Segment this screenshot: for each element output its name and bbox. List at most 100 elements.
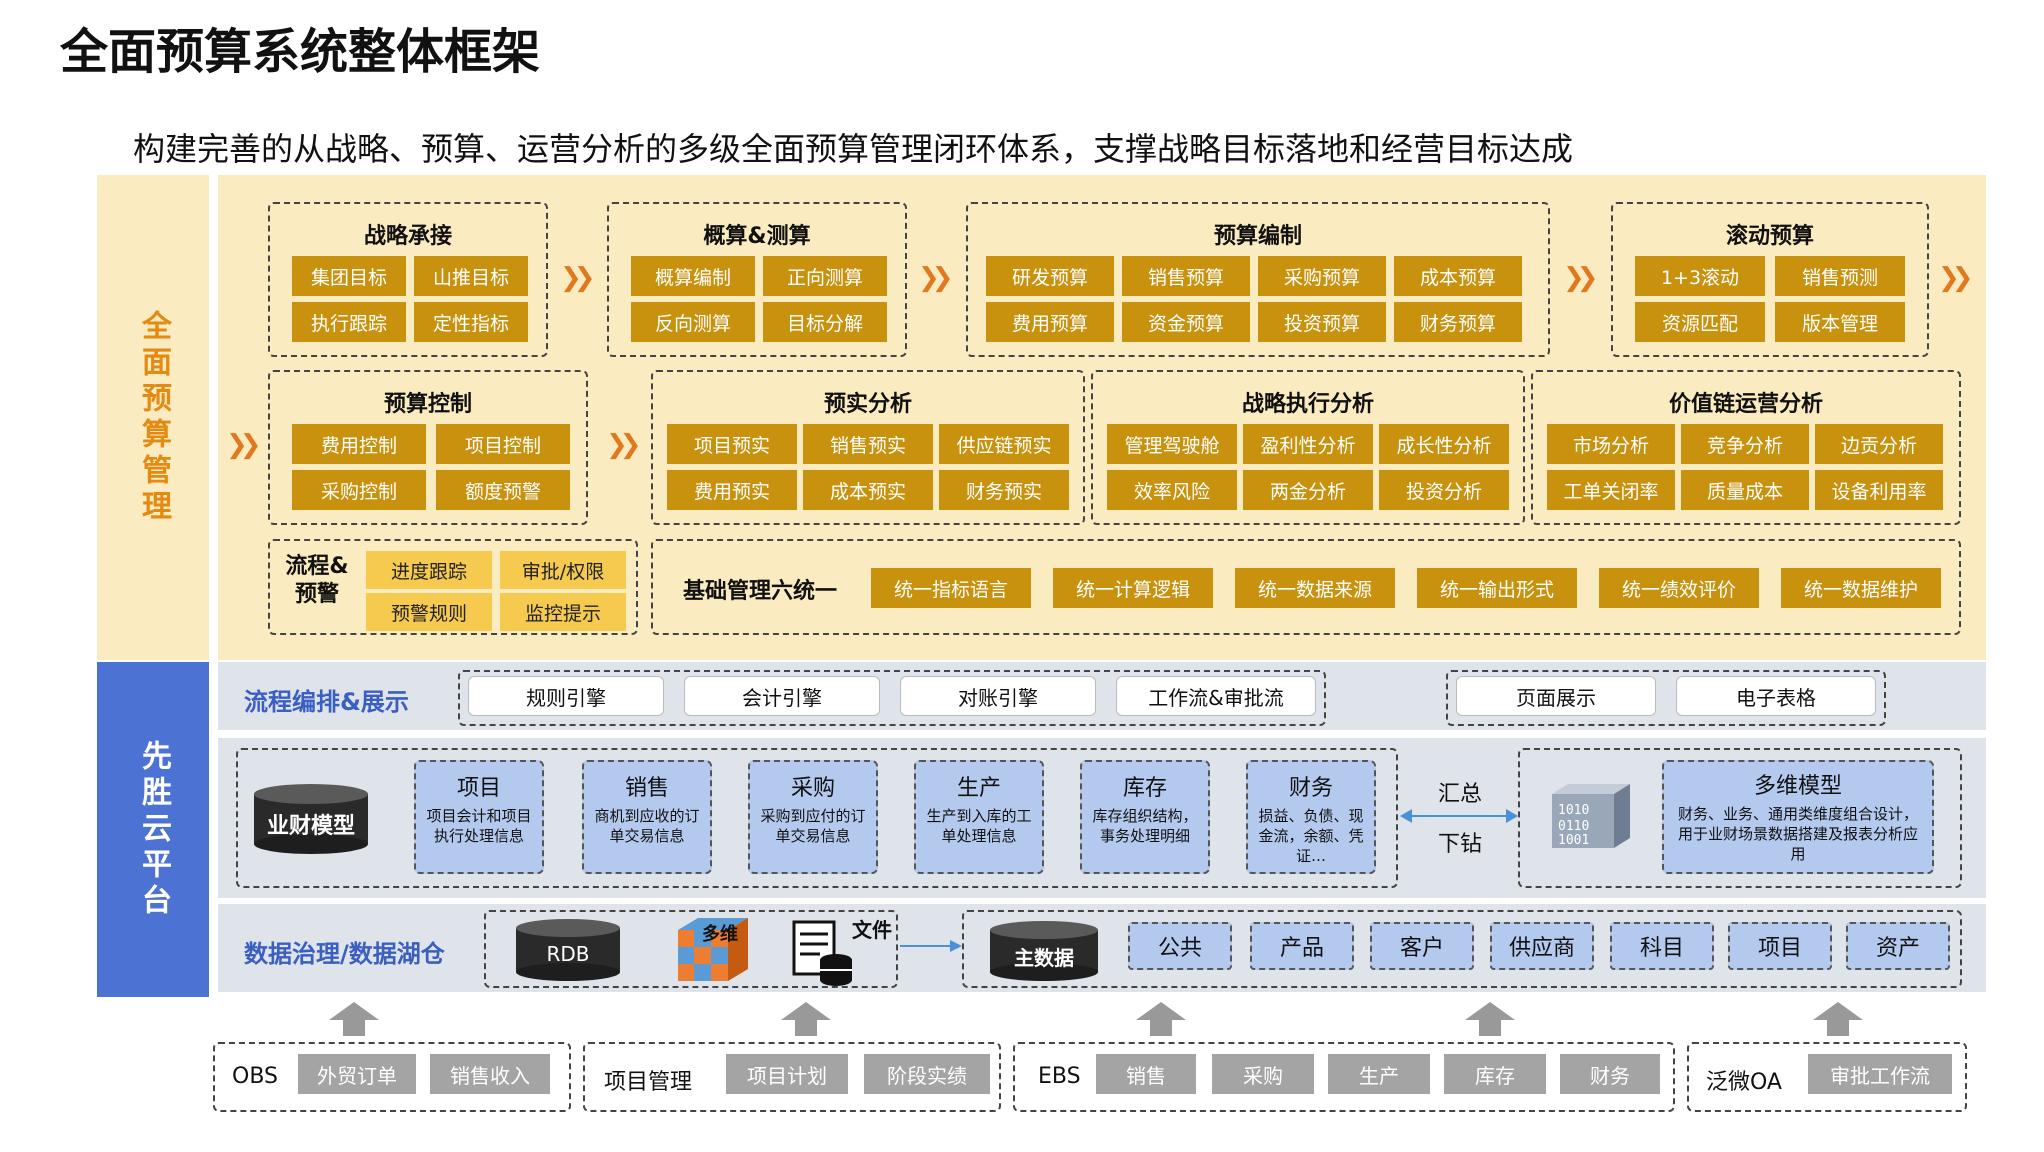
engine-item[interactable]: 对账引擎 [900, 676, 1096, 716]
module-project[interactable]: 项目项目会计和项目执行处理信息 [414, 760, 544, 874]
item[interactable]: 集团目标 [292, 256, 406, 296]
item[interactable]: 定性指标 [414, 302, 528, 342]
item[interactable]: 研发预算 [986, 256, 1114, 296]
item[interactable]: 版本管理 [1775, 302, 1905, 342]
arrow-right-icon [900, 938, 962, 954]
module-desc: 项目会计和项目执行处理信息 [426, 807, 532, 845]
source-item[interactable]: 销售收入 [430, 1054, 550, 1094]
item[interactable]: 供应链预实 [939, 424, 1069, 464]
module-sales[interactable]: 销售商机到应收的订单交易信息 [582, 760, 712, 874]
flow-title: 流程&预警 [285, 554, 349, 607]
item[interactable]: 反向测算 [631, 302, 755, 342]
module-production[interactable]: 生产生产到入库的工单处理信息 [914, 760, 1044, 874]
item[interactable]: 成本预实 [803, 470, 933, 510]
item[interactable]: 采购控制 [292, 470, 426, 510]
item[interactable]: 统一计算逻辑 [1053, 568, 1213, 608]
source-oa [1687, 1042, 1967, 1112]
item[interactable]: 审批/权限 [500, 551, 626, 589]
database-icon: 业财模型 [250, 782, 372, 856]
group-title: 预算编制 [1213, 224, 1302, 249]
group-flow: 流程&预警 进度跟踪 审批/权限 预警规则 监控提示 [268, 539, 638, 635]
source-item[interactable]: 阶段实绩 [864, 1054, 990, 1094]
source-item[interactable]: 项目计划 [726, 1054, 848, 1094]
group-title: 预实分析 [823, 392, 912, 417]
item[interactable]: 费用预实 [667, 470, 797, 510]
item[interactable]: 概算编制 [631, 256, 755, 296]
svg-text:1001: 1001 [1558, 833, 1589, 848]
item[interactable]: 成长性分析 [1379, 424, 1509, 464]
group-actual: 预实分析 项目预实 销售预实 供应链预实 费用预实 成本预实 财务预实 [651, 370, 1085, 525]
source-item[interactable]: 外贸订单 [298, 1054, 416, 1094]
item[interactable]: 统一数据维护 [1781, 568, 1941, 608]
item[interactable]: 销售预实 [803, 424, 933, 464]
master-item[interactable]: 科目 [1610, 922, 1714, 970]
item[interactable]: 质量成本 [1681, 470, 1809, 510]
cube-data-icon: 1010 0110 1001 [1544, 782, 1630, 852]
item[interactable]: 费用控制 [292, 424, 426, 464]
source-item[interactable]: 生产 [1328, 1054, 1430, 1094]
item[interactable]: 销售预测 [1775, 256, 1905, 296]
item[interactable]: 统一绩效评价 [1599, 568, 1759, 608]
item[interactable]: 额度预警 [436, 470, 570, 510]
source-ebs [1013, 1042, 1675, 1112]
item[interactable]: 采购预算 [1258, 256, 1386, 296]
item[interactable]: 两金分析 [1243, 470, 1373, 510]
group-estimate: 概算&测算 概算编制 正向测算 反向测算 目标分解 [607, 202, 907, 357]
item[interactable]: 预警规则 [366, 593, 492, 631]
module-finance[interactable]: 财务损益、负债、现金流，余额、凭证… [1246, 760, 1376, 874]
item[interactable]: 统一数据来源 [1235, 568, 1395, 608]
engine-item[interactable]: 规则引擎 [468, 676, 664, 716]
item[interactable]: 竞争分析 [1681, 424, 1809, 464]
item[interactable]: 效率风险 [1107, 470, 1237, 510]
item[interactable]: 资金预算 [1122, 302, 1250, 342]
item[interactable]: 成本预算 [1394, 256, 1522, 296]
engine-item[interactable]: 工作流&审批流 [1116, 676, 1316, 716]
item[interactable]: 执行跟踪 [292, 302, 406, 342]
engine-group [458, 670, 1326, 726]
item[interactable]: 进度跟踪 [366, 551, 492, 589]
item[interactable]: 目标分解 [763, 302, 887, 342]
master-item[interactable]: 公共 [1128, 922, 1232, 970]
module-inventory[interactable]: 库存库存组织结构，事务处理明细 [1080, 760, 1210, 874]
item[interactable]: 盈利性分析 [1243, 424, 1373, 464]
master-database-icon: 主数据 [986, 920, 1102, 982]
item[interactable]: 山推目标 [414, 256, 528, 296]
source-project [583, 1042, 1001, 1112]
item[interactable]: 销售预算 [1122, 256, 1250, 296]
engine-item[interactable]: 会计引擎 [684, 676, 880, 716]
group-exec: 战略执行分析 管理驾驶舱 盈利性分析 成长性分析 效率风险 两金分析 投资分析 [1091, 370, 1525, 525]
group-title: 滚动预算 [1725, 224, 1814, 249]
item[interactable]: 管理驾驶舱 [1107, 424, 1237, 464]
item[interactable]: 项目控制 [436, 424, 570, 464]
master-item[interactable]: 资产 [1846, 922, 1950, 970]
master-item[interactable]: 项目 [1728, 922, 1832, 970]
item[interactable]: 项目预实 [667, 424, 797, 464]
item[interactable]: 统一指标语言 [871, 568, 1031, 608]
display-item[interactable]: 电子表格 [1676, 676, 1876, 716]
source-item[interactable]: 销售 [1096, 1054, 1196, 1094]
item[interactable]: 统一输出形式 [1417, 568, 1577, 608]
item[interactable]: 边贡分析 [1815, 424, 1943, 464]
item[interactable]: 市场分析 [1547, 424, 1675, 464]
item[interactable]: 1+3滚动 [1635, 256, 1765, 296]
item[interactable]: 监控提示 [500, 593, 626, 631]
display-item[interactable]: 页面展示 [1456, 676, 1656, 716]
item[interactable]: 资源匹配 [1635, 302, 1765, 342]
source-item[interactable]: 采购 [1212, 1054, 1314, 1094]
master-item[interactable]: 供应商 [1490, 922, 1594, 970]
item[interactable]: 财务预实 [939, 470, 1069, 510]
module-purchase[interactable]: 采购采购到应付的订单交易信息 [748, 760, 878, 874]
source-item[interactable]: 审批工作流 [1808, 1054, 1952, 1094]
item[interactable]: 投资预算 [1258, 302, 1386, 342]
source-item[interactable]: 库存 [1444, 1054, 1546, 1094]
item[interactable]: 设备利用率 [1815, 470, 1943, 510]
item[interactable]: 正向测算 [763, 256, 887, 296]
master-item[interactable]: 产品 [1250, 922, 1354, 970]
item[interactable]: 工单关闭率 [1547, 470, 1675, 510]
master-item[interactable]: 客户 [1370, 922, 1474, 970]
multi-model-card[interactable]: 多维模型 财务、业务、通用类维度组合设计，用于业财场景数据搭建及报表分析应用 [1662, 760, 1934, 874]
item[interactable]: 投资分析 [1379, 470, 1509, 510]
source-item[interactable]: 财务 [1560, 1054, 1660, 1094]
item[interactable]: 费用预算 [986, 302, 1114, 342]
item[interactable]: 财务预算 [1394, 302, 1522, 342]
